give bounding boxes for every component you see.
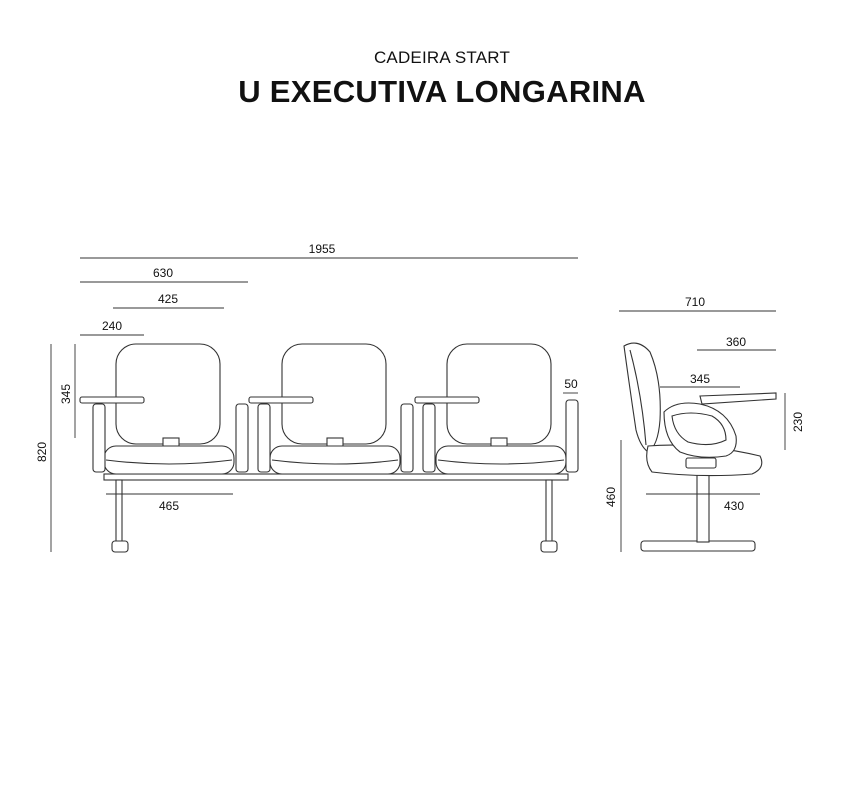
dim-425: 425 xyxy=(158,292,178,306)
side-dimensions xyxy=(619,310,786,552)
armrest-left xyxy=(92,403,106,473)
dim-arm-height: 230 xyxy=(791,412,805,432)
left-foot xyxy=(111,540,129,553)
side-column xyxy=(696,467,710,543)
side-backrest xyxy=(623,342,661,453)
seat-cushion-3 xyxy=(435,445,567,475)
dim-tablet-depth: 360 xyxy=(726,335,746,349)
dim-armrest-width: 50 xyxy=(564,377,578,391)
armrest-divider-2 xyxy=(257,403,271,473)
side-seat-bracket xyxy=(685,457,717,469)
writing-tablet-1 xyxy=(79,396,145,404)
backrest-2 xyxy=(281,343,387,445)
backrest-3 xyxy=(446,343,552,445)
armrest-right xyxy=(565,399,579,473)
product-line-subtitle: CADEIRA START xyxy=(373,48,511,67)
dim-base-depth: 430 xyxy=(724,499,744,513)
side-writing-tablet xyxy=(699,392,777,405)
dim-total-width: 1955 xyxy=(309,242,336,256)
dim-240: 240 xyxy=(102,319,122,333)
front-view xyxy=(79,343,579,553)
armrest-divider-4 xyxy=(422,403,436,473)
left-leg xyxy=(115,479,123,543)
crossbeam xyxy=(103,473,569,481)
armrest-divider-1 xyxy=(235,403,249,473)
side-view xyxy=(623,342,777,552)
right-leg xyxy=(545,479,553,543)
side-armrest-inner xyxy=(671,412,727,446)
dim-backrest-height: 345 xyxy=(59,384,73,404)
seat-unit-1 xyxy=(103,343,235,475)
backrest-1 xyxy=(115,343,221,445)
dim-630: 630 xyxy=(153,266,173,280)
dim-depth-total: 710 xyxy=(685,295,705,309)
writing-tablet-3 xyxy=(414,396,480,404)
armrest-divider-3 xyxy=(400,403,414,473)
dim-seat-depth: 345 xyxy=(690,372,710,386)
seat-unit-3 xyxy=(435,343,567,475)
writing-tablet-2 xyxy=(248,396,314,404)
product-title: U EXECUTIVA LONGARINA xyxy=(238,74,646,109)
seat-cushion-1 xyxy=(103,445,235,475)
dim-seat-height: 460 xyxy=(604,487,618,507)
dim-total-height: 820 xyxy=(35,442,49,462)
seat-unit-2 xyxy=(269,343,401,475)
front-dimensions xyxy=(50,257,578,552)
seat-cushion-2 xyxy=(269,445,401,475)
right-foot xyxy=(540,540,558,553)
dim-seat-width: 465 xyxy=(159,499,179,513)
